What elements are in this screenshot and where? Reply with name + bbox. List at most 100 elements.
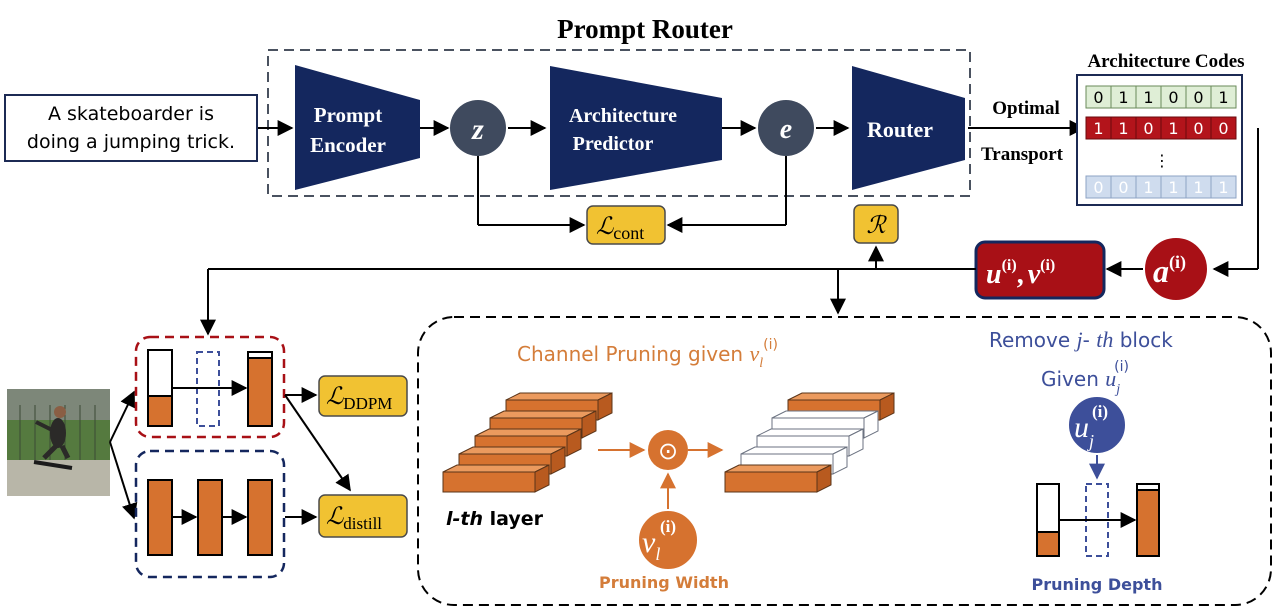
router-block (852, 66, 965, 190)
hadamard-node (648, 430, 688, 470)
prompt-encoder-block (295, 65, 420, 190)
loss-r-label: ℛ (866, 213, 887, 239)
uv-v-sup: (i) (1040, 257, 1055, 274)
v-l-node-label: vl(i) (642, 517, 676, 564)
pruning-width-caption: Pruning Width (599, 573, 729, 592)
uv-label: u(i),v(i) (986, 257, 1055, 290)
loss-ddpm-symbol: ℒ (326, 384, 344, 410)
code-value-r1-c6: 1 (1218, 88, 1228, 107)
prompt-encoder-label-2: Encoder (310, 133, 386, 157)
u-j-node (1067, 395, 1127, 455)
code-value-r1-c4: 0 (1168, 88, 1178, 107)
remove-block-title: Remove j- th block (989, 327, 1173, 352)
channel-layer-stack (442, 392, 613, 493)
given-sup: (i) (1114, 359, 1129, 375)
loss-ddpm-subscript: DDPM (343, 394, 392, 413)
channel-title-sub: l (759, 356, 763, 371)
z-node-label: z (471, 113, 484, 146)
prompt-line-2: doing a jumping trick. (27, 131, 235, 153)
code-value-r2-c1: 1 (1093, 119, 1103, 138)
depth-block-1 (1036, 483, 1060, 557)
loss-cont-symbol: ℒ (596, 214, 614, 240)
loss-distill-subscript: distill (343, 514, 382, 533)
prompt-router-title: Prompt Router (557, 14, 733, 44)
code-value-r3-c1: 0 (1093, 178, 1103, 197)
uv-u-sup: (i) (1002, 257, 1017, 274)
uv-v: v (1028, 259, 1041, 290)
uv-u: u (986, 259, 1002, 290)
v-l-var: v (642, 526, 656, 559)
code-value-r3-c5: 1 (1193, 178, 1203, 197)
prompt-line-1: A skateboarder is (48, 103, 214, 125)
e-node (758, 100, 814, 156)
code-cell-r3-c6 (1210, 175, 1237, 199)
channel-title-text: Channel Pruning given (517, 342, 749, 366)
v-l-sub: l (655, 544, 660, 564)
pruned-layer-5 (724, 464, 832, 493)
loss-cont-box (586, 205, 666, 245)
hadamard-symbol: ⊙ (658, 437, 678, 465)
loss-r-box (853, 204, 899, 244)
remove-text-b: - (1083, 328, 1097, 352)
optimal-label: Optimal (992, 98, 1060, 119)
layer-label-lth: l-th (446, 508, 483, 530)
code-value-r3-c2: 0 (1118, 178, 1128, 197)
given-u: u (1105, 366, 1116, 391)
code-value-r2-c2: 1 (1118, 119, 1128, 138)
channel-pruning-title: Channel Pruning given vl(i) (517, 337, 778, 371)
transport-label: Transport (981, 144, 1064, 165)
prompt-encoder-label-1: Prompt (314, 103, 382, 127)
code-cell-r1-c6 (1210, 85, 1237, 109)
pruning-depth-caption: Pruning Depth (1032, 575, 1163, 594)
code-value-r2-c5: 0 (1193, 119, 1203, 138)
teacher-frame (134, 449, 286, 579)
student-block-3 (247, 351, 273, 427)
architecture-codes-title: Architecture Codes (1087, 51, 1244, 72)
remove-text-a: Remove (989, 328, 1077, 352)
pruned-layer-stack (724, 392, 895, 493)
loss-distill-label: ℒdistill (326, 504, 382, 533)
codes-ellipsis: ⋮ (1154, 151, 1170, 170)
loss-distill-symbol: ℒ (326, 504, 344, 530)
layer-label: l-th layer (446, 508, 544, 530)
teacher-block-2 (197, 479, 223, 556)
code-value-r3-c4: 1 (1168, 178, 1178, 197)
code-value-r1-c2: 1 (1118, 88, 1128, 107)
skateboarder-image (7, 389, 110, 496)
given-sub: j (1114, 382, 1120, 397)
loss-ddpm-label: ℒDDPM (326, 384, 392, 413)
loss-ddpm-box (318, 375, 408, 417)
u-j-sup: (i) (1092, 402, 1108, 421)
channel-layer-3 (474, 428, 582, 457)
loss-cont-label: ℒcont (596, 214, 644, 243)
code-value-r3-c6: 1 (1218, 178, 1228, 197)
remove-th: th (1096, 327, 1113, 352)
code-value-r2-c4: 1 (1168, 119, 1178, 138)
channel-layer-5 (442, 464, 550, 493)
code-value-r1-c3: 1 (1143, 88, 1153, 107)
teacher-block-3 (247, 479, 273, 556)
prompt-box (4, 94, 258, 162)
loss-cont-subscript: cont (613, 223, 644, 243)
teacher-block-1 (147, 479, 173, 556)
code-cell-r2-c6 (1210, 116, 1237, 140)
a-node-sup: (i) (1169, 252, 1186, 273)
a-node-var: a (1153, 253, 1169, 289)
pruning-frame (417, 316, 1272, 606)
prompt-router-frame (267, 49, 971, 197)
architecture-predictor-label-2: Predictor (573, 133, 654, 155)
z-node (450, 100, 506, 156)
a-node-label: a(i) (1153, 252, 1186, 289)
e-node-label: e (780, 114, 792, 145)
given-text: Given (1041, 367, 1105, 391)
architecture-predictor-block (550, 66, 722, 190)
u-j-var: u (1074, 411, 1089, 444)
code-value-r1-c5: 0 (1193, 88, 1203, 107)
channel-title-sup: (i) (763, 337, 778, 353)
architecture-predictor-label-1: Architecture (569, 105, 677, 127)
u-j-node-label: uj(i) (1074, 402, 1108, 451)
code-value-r3-c3: 1 (1143, 178, 1153, 197)
channel-title-var: v (749, 341, 759, 366)
